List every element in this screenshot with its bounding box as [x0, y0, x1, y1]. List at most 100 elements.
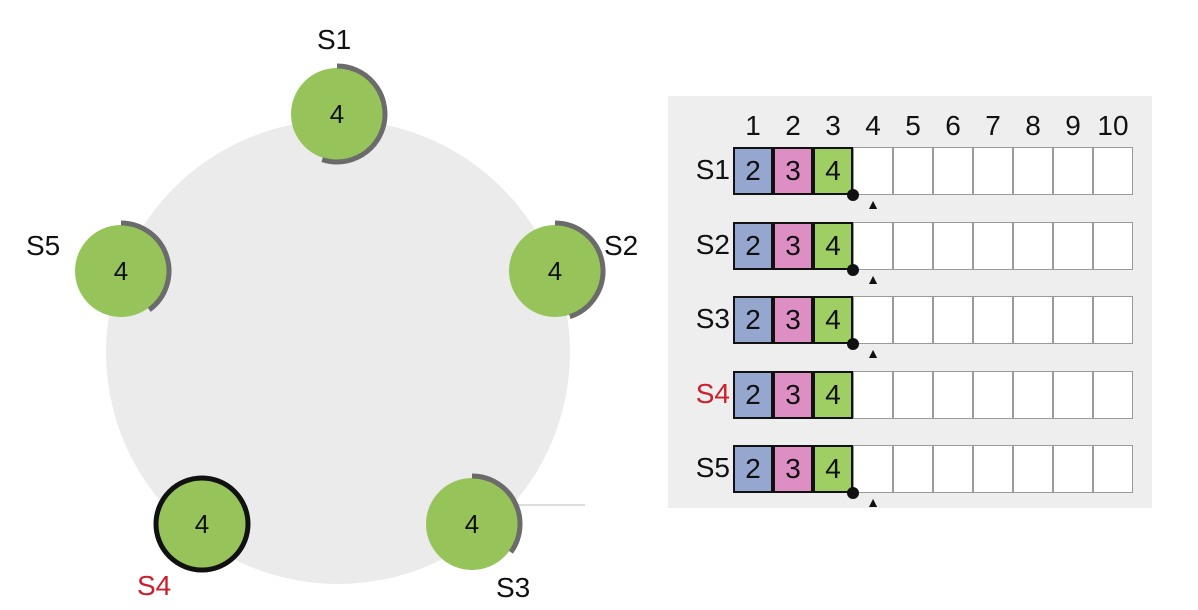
election-timer-arc — [321, 63, 388, 165]
log-empty-slot — [853, 147, 893, 195]
server-label-s1: S1 — [317, 24, 352, 55]
server-layer: 4 4 4 4 4 — [75, 63, 606, 573]
log-entry: 3 — [773, 371, 813, 419]
commit-index-dot — [847, 338, 859, 350]
election-timer-arc — [554, 220, 606, 320]
log-empty-slot — [1053, 371, 1093, 419]
log-entry: 4 — [813, 222, 853, 270]
log-entry: 4 — [813, 371, 853, 419]
server-node-s5: 4 — [75, 220, 172, 317]
log-index-header: 2 — [785, 110, 801, 141]
log-row-label: S5 — [695, 452, 730, 483]
server-term: 4 — [465, 509, 479, 539]
server-node-s3: 4 — [426, 473, 523, 570]
log-empty-slot — [973, 222, 1013, 270]
log-index-header: 5 — [905, 110, 921, 141]
election-timer-arc — [471, 473, 523, 554]
log-empty-slot — [1053, 445, 1093, 493]
log-empty-slot — [893, 222, 933, 270]
log-empty-slot — [1053, 147, 1093, 195]
log-index-header: 6 — [945, 110, 961, 141]
server-node-s1: 4 — [291, 63, 388, 165]
election-timer-arc — [120, 220, 172, 312]
log-entry: 4 — [813, 147, 853, 195]
log-empty-slot — [933, 222, 973, 270]
next-index-arrow-icon: ▲ — [866, 345, 880, 361]
commit-index-dot — [847, 189, 859, 201]
log-empty-slot — [1093, 445, 1133, 493]
log-index-header: 7 — [985, 110, 1001, 141]
log-entry: 3 — [773, 296, 813, 344]
log-entry: 3 — [773, 222, 813, 270]
server-term: 4 — [548, 256, 562, 286]
log-entry: 2 — [733, 296, 773, 344]
server-term: 4 — [195, 509, 209, 539]
log-entry: 2 — [733, 371, 773, 419]
log-empty-slot — [933, 296, 973, 344]
log-empty-slot — [1093, 147, 1133, 195]
commit-index-dot — [847, 264, 859, 276]
server-label-s4: S4 — [137, 570, 172, 601]
next-index-arrow-icon: ▲ — [866, 494, 880, 510]
log-index-header: 10 — [1097, 110, 1129, 141]
log-empty-slot — [1093, 296, 1133, 344]
next-index-arrow-icon: ▲ — [866, 271, 880, 287]
log-index-header: 1 — [745, 110, 761, 141]
server-circle — [426, 478, 518, 570]
server-circle — [153, 475, 251, 573]
server-label-s3: S3 — [496, 572, 531, 603]
commit-index-dot — [847, 487, 859, 499]
log-empty-slot — [1013, 445, 1053, 493]
cluster-background — [106, 120, 570, 584]
log-empty-slot — [893, 147, 933, 195]
log-empty-slot — [853, 296, 893, 344]
log-empty-slot — [853, 371, 893, 419]
log-empty-slot — [1013, 222, 1053, 270]
log-index-header: 3 — [825, 110, 841, 141]
log-row-label: S3 — [695, 303, 730, 334]
log-empty-slot — [853, 445, 893, 493]
server-term: 4 — [114, 256, 128, 286]
log-entry: 2 — [733, 222, 773, 270]
log-empty-slot — [933, 445, 973, 493]
log-empty-slot — [1093, 222, 1133, 270]
log-row-label: S4 — [695, 378, 730, 409]
server-node-s2: 4 — [509, 220, 606, 320]
log-empty-slot — [1013, 371, 1053, 419]
server-circle — [291, 68, 383, 160]
log-empty-slot — [933, 371, 973, 419]
log-entry: 4 — [813, 296, 853, 344]
server-node-s4: 4 — [153, 475, 251, 573]
server-label-s2: S2 — [604, 230, 639, 261]
log-entry: 3 — [773, 445, 813, 493]
server-circle — [509, 225, 601, 317]
log-row-label: S1 — [695, 154, 730, 185]
log-empty-slot — [853, 222, 893, 270]
log-index-header: 8 — [1025, 110, 1041, 141]
log-index-header: 9 — [1065, 110, 1081, 141]
log-entry: 4 — [813, 445, 853, 493]
log-empty-slot — [1013, 296, 1053, 344]
log-empty-slot — [973, 371, 1013, 419]
log-empty-slot — [893, 371, 933, 419]
log-empty-slot — [933, 147, 973, 195]
log-entry: 2 — [733, 147, 773, 195]
log-empty-slot — [893, 445, 933, 493]
log-empty-slot — [973, 445, 1013, 493]
log-row-label: S2 — [695, 229, 730, 260]
log-empty-slot — [1093, 371, 1133, 419]
log-entry: 3 — [773, 147, 813, 195]
log-empty-slot — [973, 147, 1013, 195]
server-term: 4 — [330, 99, 344, 129]
log-empty-slot — [1053, 296, 1093, 344]
log-empty-slot — [1013, 147, 1053, 195]
log-empty-slot — [893, 296, 933, 344]
server-circle — [75, 225, 167, 317]
next-index-arrow-icon: ▲ — [866, 196, 880, 212]
log-entry: 2 — [733, 445, 773, 493]
log-empty-slot — [973, 296, 1013, 344]
server-label-s5: S5 — [26, 230, 61, 261]
log-empty-slot — [1053, 222, 1093, 270]
log-index-header: 4 — [865, 110, 881, 141]
